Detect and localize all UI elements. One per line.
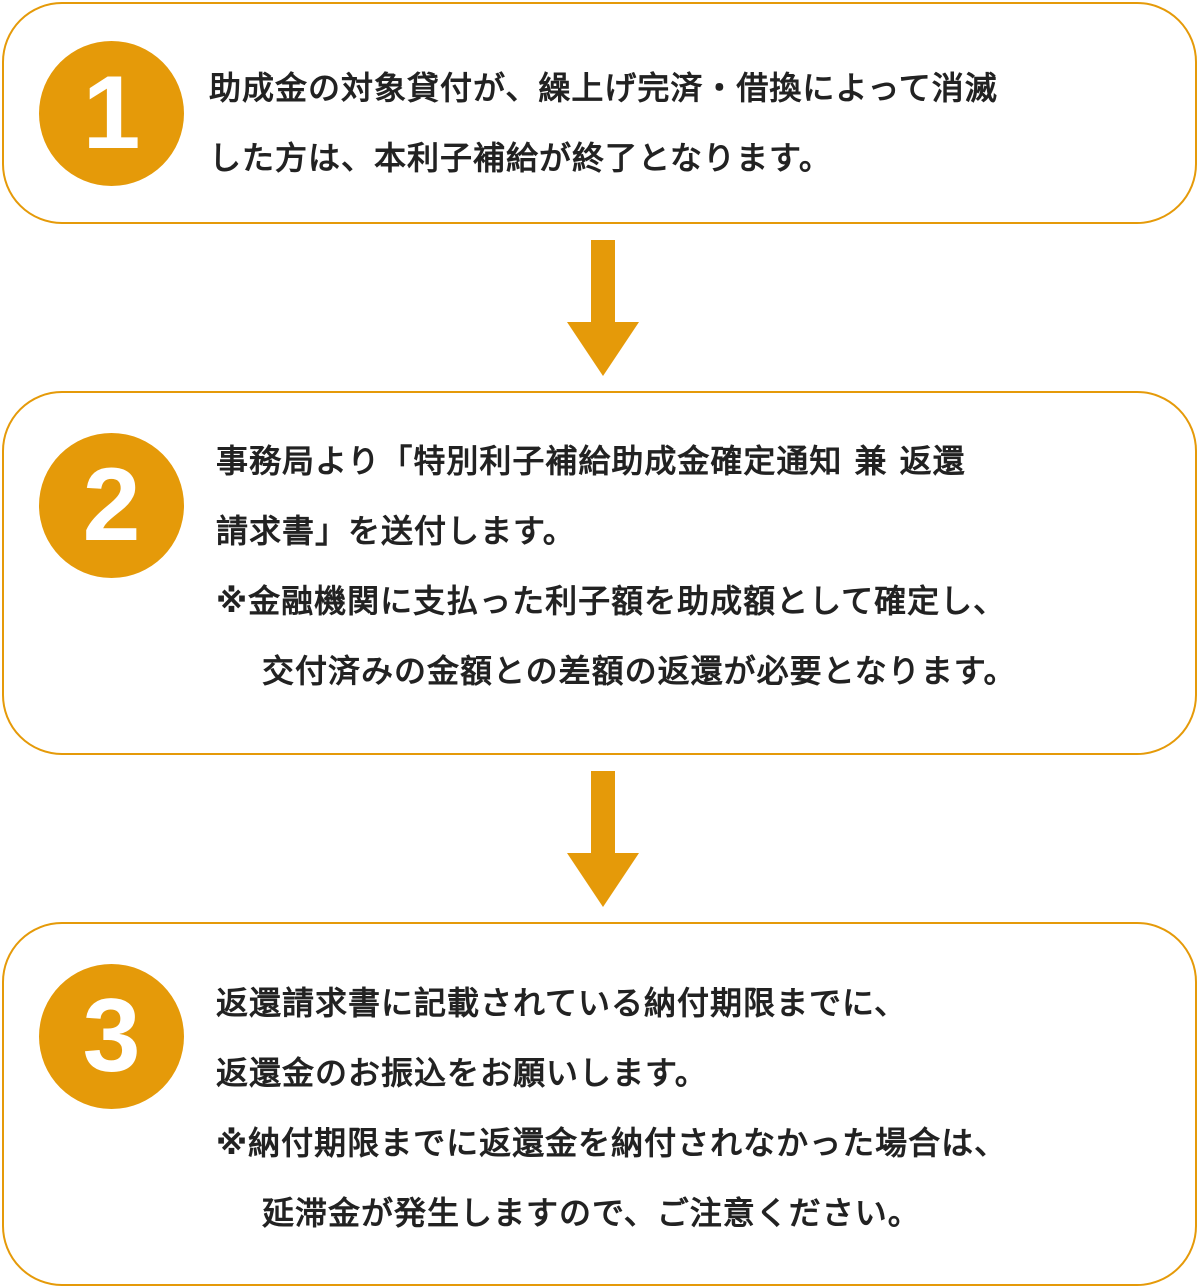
- step-2-line-2: 請求書」を送付します。: [216, 512, 576, 550]
- step-1-text: 助成金の対象貸付が、繰上げ完済・借換によって消滅 した方は、本利子補給が終了とな…: [209, 70, 1175, 210]
- arrow-down-icon: [567, 240, 639, 376]
- step-2-line-1: 事務局より「特別利子補給助成金確定通知 兼 返還: [216, 442, 966, 480]
- step-1-line-2: した方は、本利子補給が終了となります。: [209, 139, 832, 177]
- arrow-down-icon: [567, 771, 639, 907]
- step-2-box: 2 事務局より「特別利子補給助成金確定通知 兼 返還 請求書」を送付します。 ※…: [2, 391, 1197, 755]
- step-3-number-badge: 3: [39, 964, 184, 1109]
- step-1-box: 1 助成金の対象貸付が、繰上げ完済・借換によって消滅 した方は、本利子補給が終了…: [2, 2, 1197, 224]
- step-1-number-badge: 1: [39, 41, 184, 186]
- step-2-text: 事務局より「特別利子補給助成金確定通知 兼 返還 請求書」を送付します。 ※金融…: [216, 443, 1175, 723]
- step-3-line-1: 返還請求書に記載されている納付期限までに、: [216, 984, 908, 1022]
- step-2-number-badge: 2: [39, 433, 184, 578]
- step-2-note-2: 交付済みの金額との差額の返還が必要となります。: [262, 652, 1017, 690]
- step-3-line-2: 返還金のお振込をお願いします。: [216, 1054, 708, 1092]
- step-3-text: 返還請求書に記載されている納付期限までに、 返還金のお振込をお願いします。 ※納…: [216, 985, 1175, 1265]
- step-3-note-2: 延滞金が発生しますので、ご注意ください。: [262, 1194, 921, 1232]
- step-1-line-1: 助成金の対象貸付が、繰上げ完済・借換によって消滅: [209, 69, 998, 107]
- step-3-note-1: ※納付期限までに返還金を納付されなかった場合は、: [216, 1124, 1008, 1162]
- step-2-note-1: ※金融機関に支払った利子額を助成額として確定し、: [216, 582, 1007, 620]
- step-3-box: 3 返還請求書に記載されている納付期限までに、 返還金のお振込をお願いします。 …: [2, 922, 1197, 1286]
